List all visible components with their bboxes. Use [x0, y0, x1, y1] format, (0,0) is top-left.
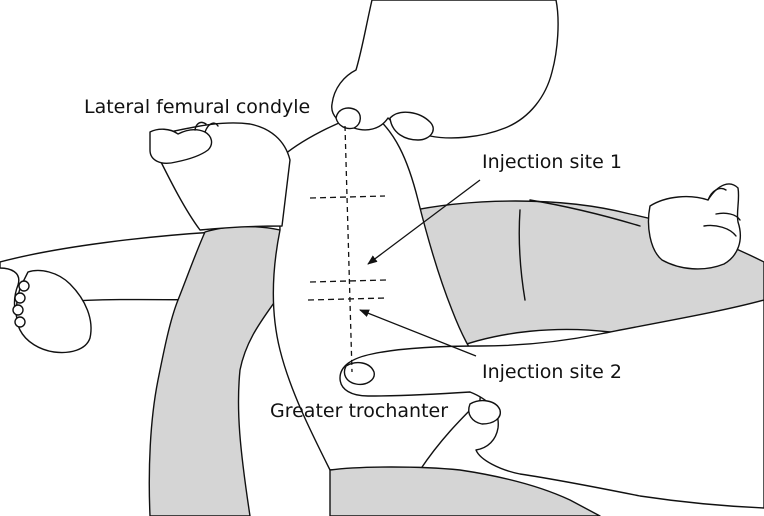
label-injection-site-2: Injection site 2: [482, 361, 622, 383]
label-injection-site-1: Injection site 1: [482, 151, 622, 173]
nurse-hand-upper: [332, 0, 558, 138]
label-lateral-femural-condyle: Lateral femural condyle: [84, 96, 310, 118]
label-greater-trochanter: Greater trochanter: [270, 400, 448, 422]
thumbnail-lower: [344, 363, 374, 385]
thumbnail-upper: [336, 108, 360, 128]
finger-lower: [469, 401, 501, 424]
baby-foot-right: [649, 184, 741, 269]
